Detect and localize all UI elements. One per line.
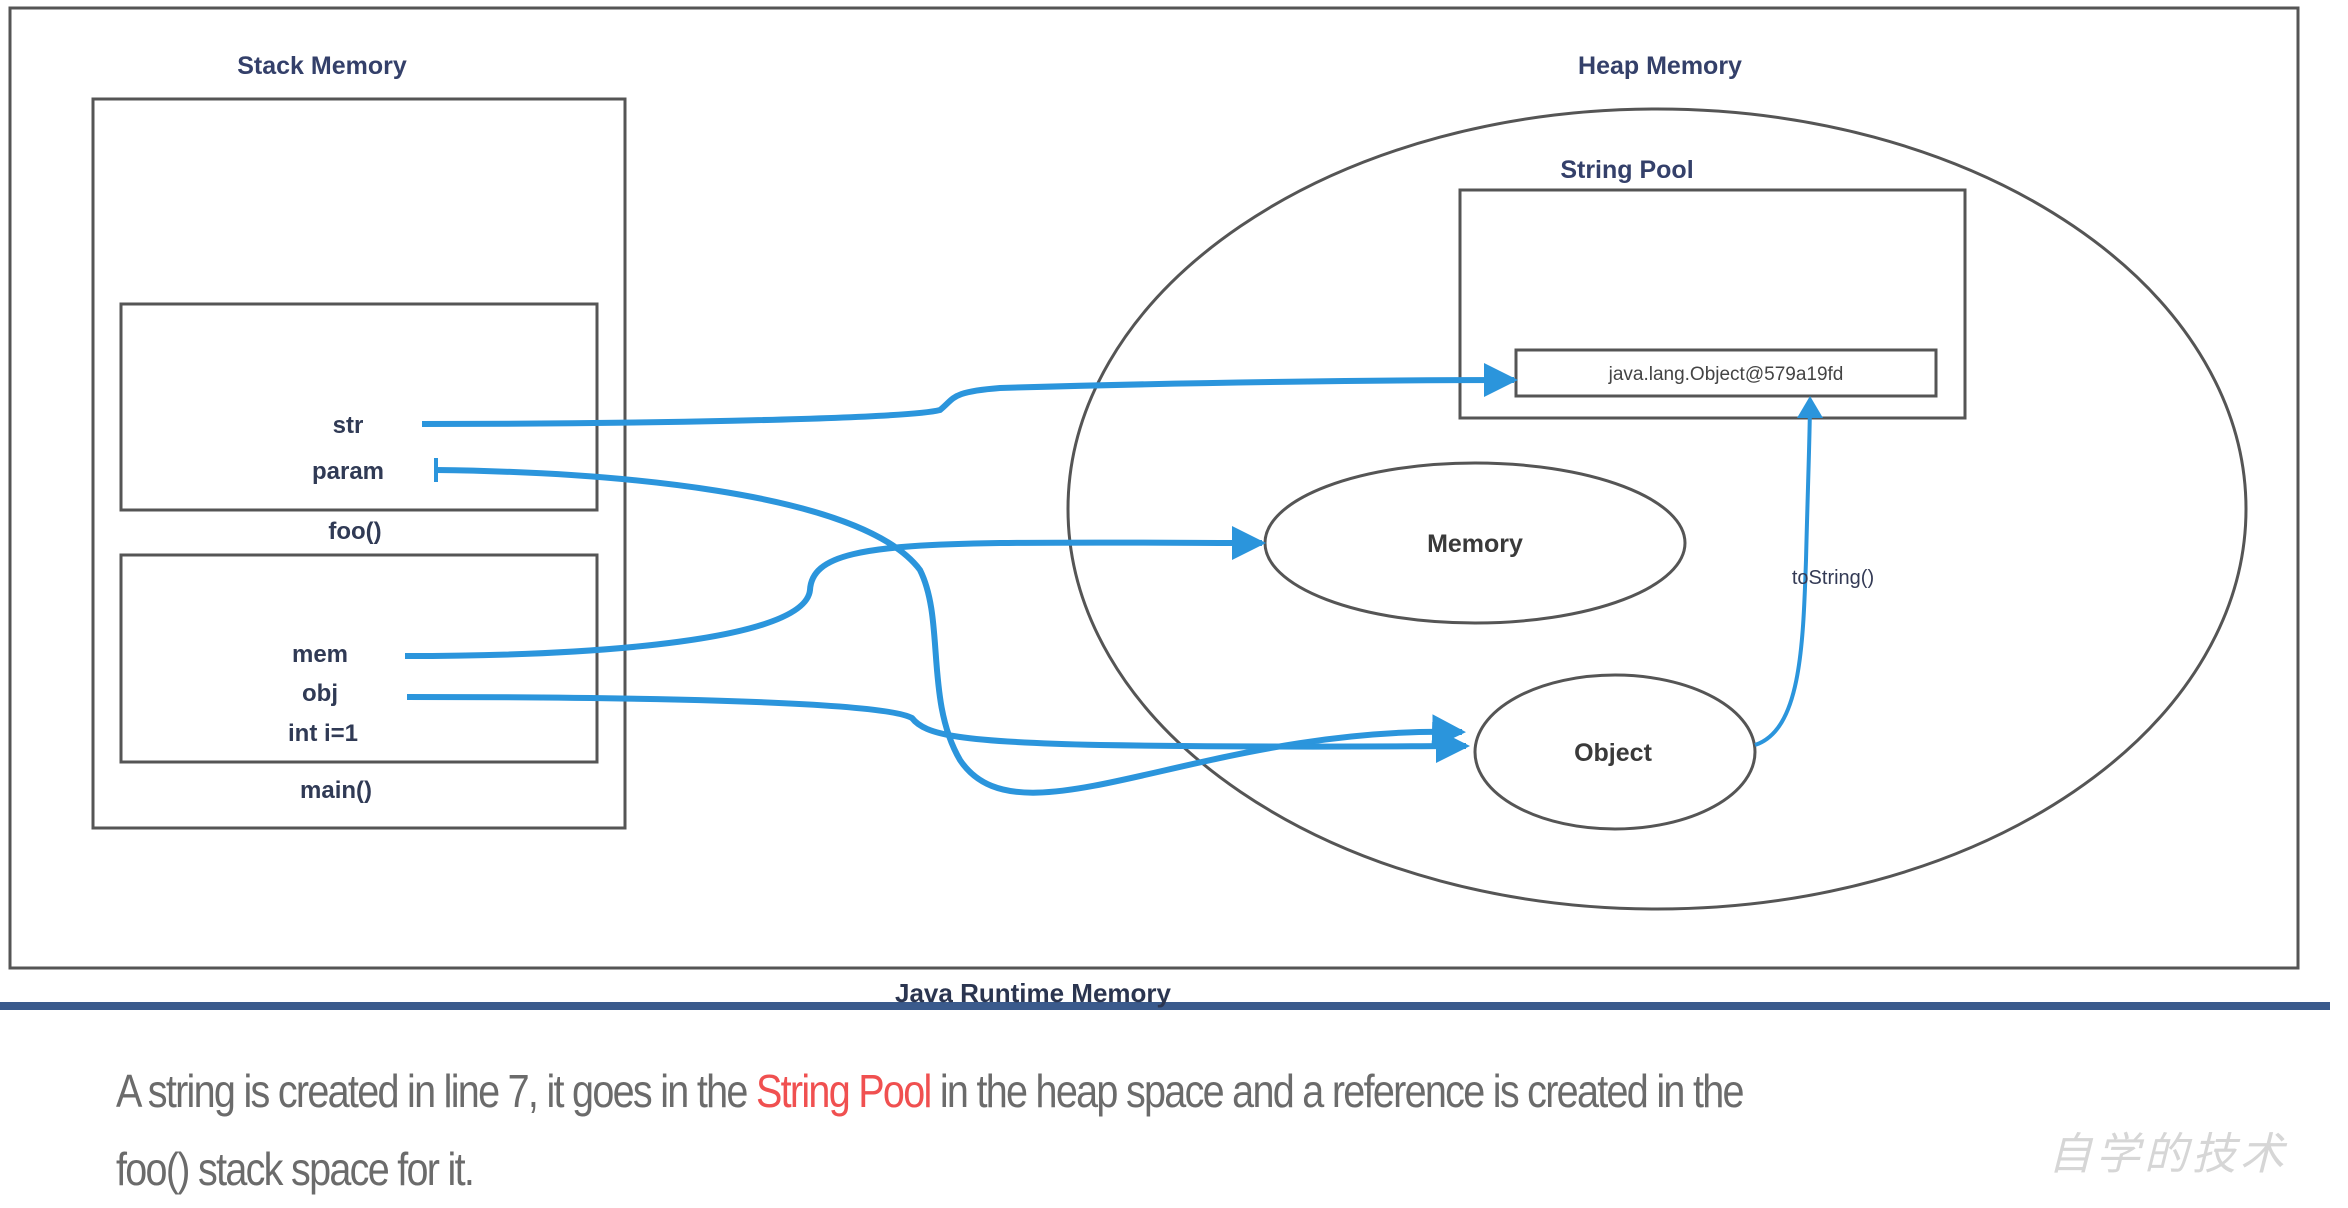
watermark: 自学的技术 [2048,1129,2288,1180]
main-frame-box [119,553,599,764]
var-obj: obj [302,680,338,707]
section-divider [0,1002,2330,1010]
caption-text-1: A string is created in line 7, it goes i… [116,1065,756,1117]
heap-memory-ellipse [1066,107,2248,911]
tostring-label: toString() [1792,567,1874,589]
caption-line-2: foo() stack space for it. [116,1143,475,1195]
arrow-mem-to-memory [404,525,1266,659]
heap-memory-title: Heap Memory [1578,52,1742,80]
java-runtime-frame [8,6,2300,970]
arrow-str-to-string-pool [421,363,1518,427]
object-label: Object [1574,739,1652,767]
var-mem: mem [292,641,348,668]
string-pool-entry: java.lang.Object@579a19fd [1608,364,1844,385]
main-frame-label: main() [300,777,372,804]
object-ellipse [1473,673,1757,831]
var-str: str [333,412,364,439]
caption-line-1: A string is created in line 7, it goes i… [116,1052,1836,1130]
arrow-tostring [1754,396,1823,747]
var-param: param [312,458,384,485]
arrow-obj-to-object [406,694,1470,764]
string-pool-box [1458,188,1967,420]
stack-memory-box [91,97,627,830]
string-pool-title: String Pool [1560,156,1693,184]
stack-memory-title: Stack Memory [237,52,407,80]
arrow-param-to-object [435,467,1466,796]
var-int-i: int i=1 [288,720,358,747]
foo-frame-box [119,302,599,512]
caption-text-2: in the heap space and a reference is cre… [930,1065,1745,1117]
caption: A string is created in line 7, it goes i… [116,1052,1836,1208]
memory-diagram: Stack Memory str param foo() mem obj int… [8,6,2300,970]
java-runtime-memory-label: Java Runtime Memory [895,978,1171,1008]
foo-frame-label: foo() [328,518,381,545]
memory-object-label: Memory [1427,530,1523,558]
caption-highlight: String Pool [755,1065,932,1117]
